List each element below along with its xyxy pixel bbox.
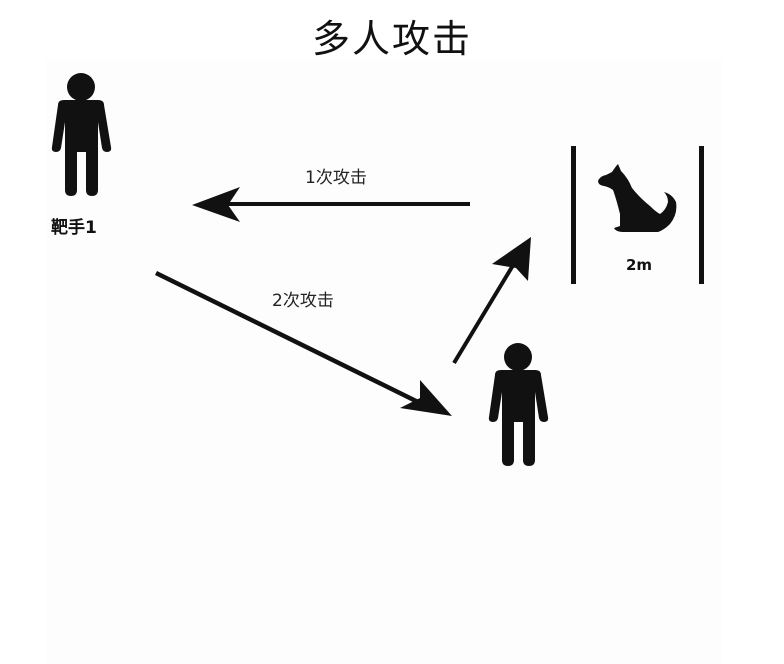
diagram-title: 多人攻击: [311, 17, 472, 61]
person-icon: [488, 343, 549, 466]
enclosure-bar-left: [571, 146, 576, 284]
arrow-attack-2: [155, 270, 452, 416]
enclosure-bar-right: [699, 146, 704, 284]
handler-1-label: 靶手1: [51, 218, 97, 238]
person-icon: [51, 73, 112, 196]
dog-icon: [598, 164, 677, 232]
edge-label-attack-2: 2次攻击: [272, 291, 334, 311]
dog-distance-label: 2m: [626, 256, 653, 274]
arrow-attack-1: [192, 187, 470, 222]
arrow-return: [452, 237, 531, 365]
diagram-background: [46, 60, 722, 664]
edge-label-attack-1: 1次攻击: [305, 168, 367, 188]
